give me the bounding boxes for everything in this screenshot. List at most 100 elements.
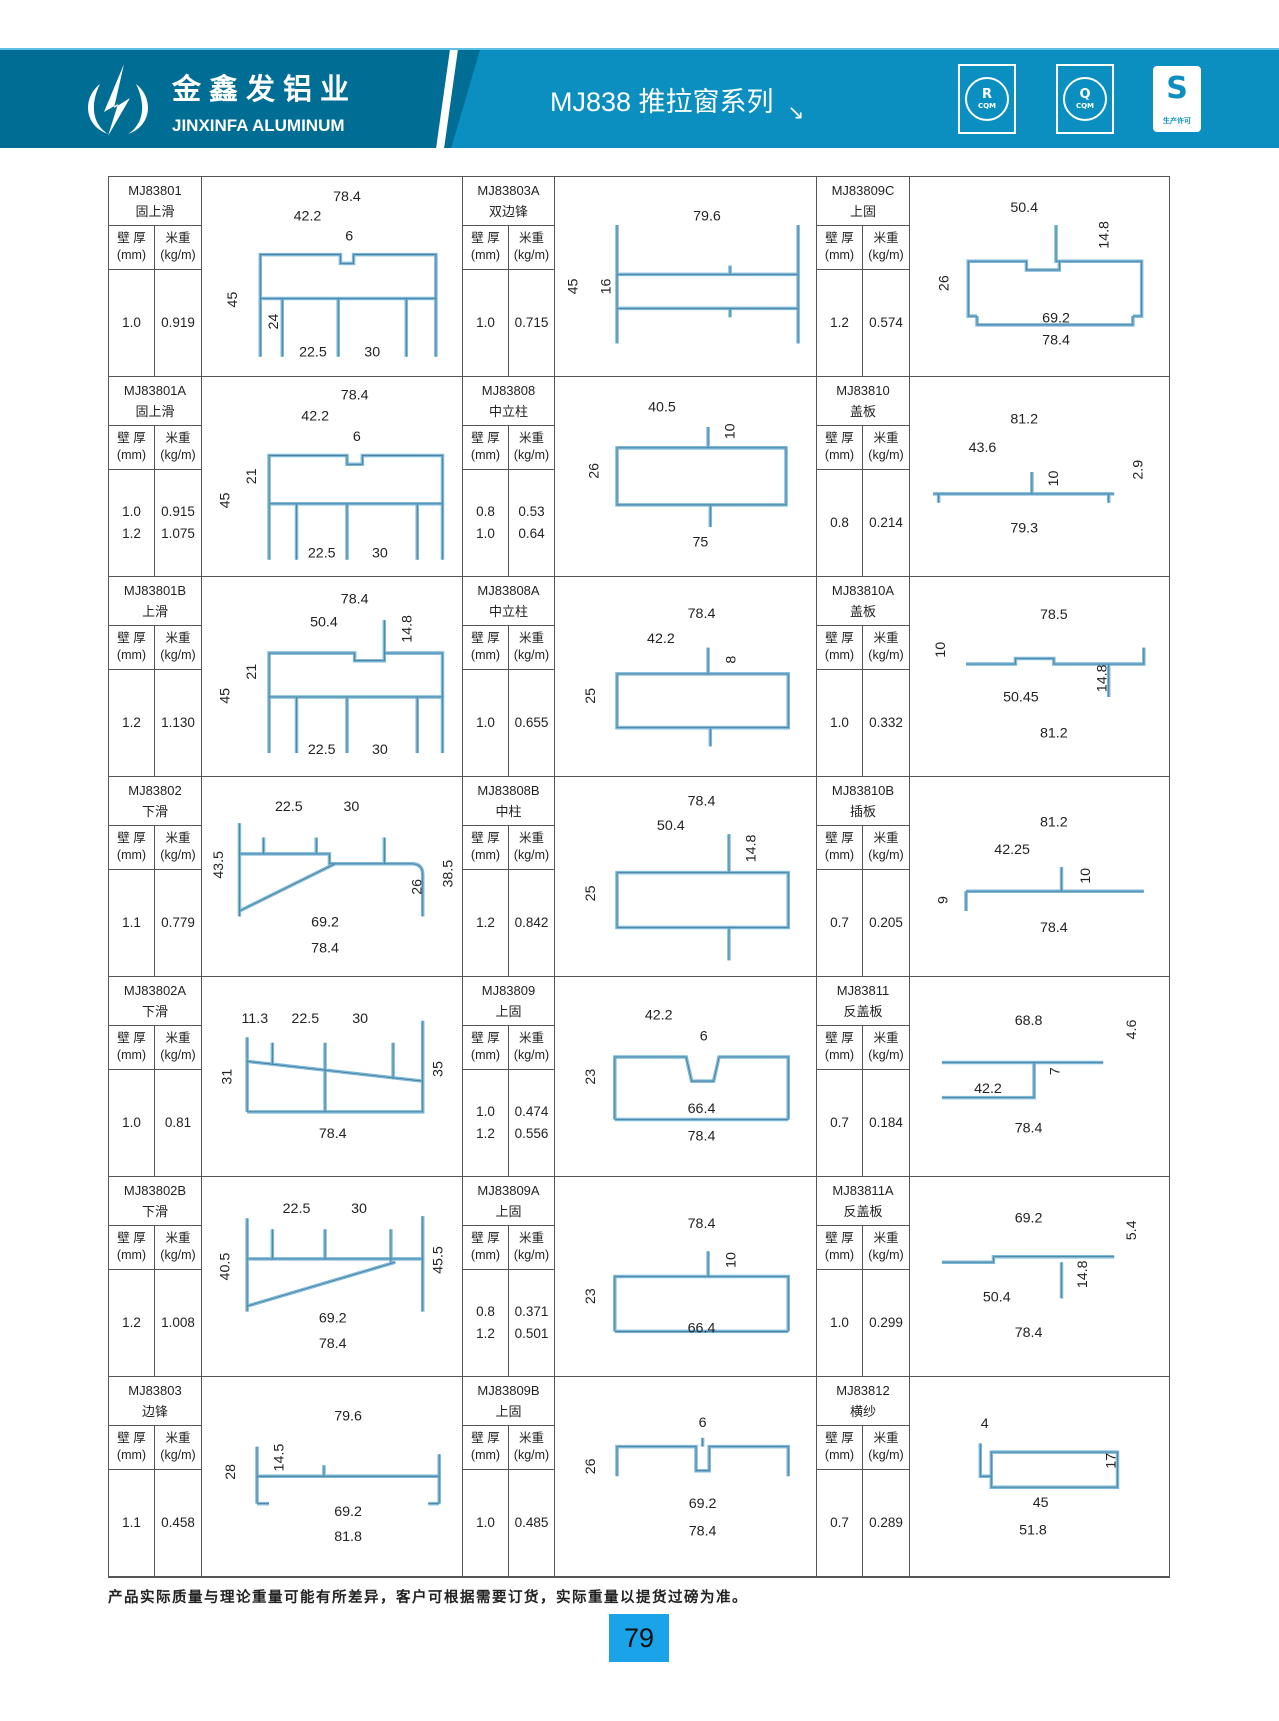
thickness-header: 壁 厚(mm) [109, 1026, 155, 1070]
thickness-value: 0.8 [476, 1304, 495, 1319]
weight-label: 米重 [873, 1431, 899, 1445]
brand-name-en: JINXINFA ALUMINUM [172, 116, 345, 135]
weight-label: 米重 [165, 831, 191, 845]
thickness-header: 壁 厚(mm) [817, 426, 863, 470]
jinxinfa-logo-icon [88, 64, 148, 136]
weight-unit: (kg/m) [868, 1448, 904, 1462]
weight-value: 0.715 [514, 315, 549, 330]
weight-header: 米重(kg/m) [509, 1426, 554, 1470]
profile-drawing-cell [555, 777, 817, 977]
product-code: MJ83811A [832, 1183, 894, 1198]
weight-unit: (kg/m) [513, 448, 550, 462]
weight-unit: (kg/m) [513, 1048, 550, 1062]
weight-label: 米重 [518, 1431, 544, 1445]
weight-column: 0.919 [155, 270, 201, 376]
weight-column: 0.655 [509, 670, 554, 776]
product-title: MJ83803 边锋 [109, 1377, 201, 1426]
weight-label: 米重 [873, 431, 899, 445]
weight-header: 米重(kg/m) [155, 1226, 201, 1270]
product-code: MJ83801A [123, 383, 187, 398]
product-code: MJ83810 [836, 383, 890, 398]
thickness-column: 1.2 [817, 270, 863, 376]
thickness-label: 壁 厚 [117, 631, 146, 645]
weight-value: 0.501 [514, 1326, 549, 1341]
weight-label: 米重 [518, 231, 544, 245]
thickness-value: 1.1 [122, 915, 141, 930]
weight-unit: (kg/m) [868, 848, 904, 862]
product-code: MJ83803 [128, 1383, 182, 1398]
thickness-header: 壁 厚(mm) [463, 1026, 509, 1070]
thickness-header: 壁 厚(mm) [463, 626, 509, 670]
weight-label: 米重 [518, 831, 544, 845]
thickness-label: 壁 厚 [825, 231, 854, 245]
product-code: MJ83809A [477, 1183, 540, 1198]
weight-header: 米重(kg/m) [509, 826, 554, 870]
thickness-header: 壁 厚(mm) [463, 226, 509, 270]
thickness-header: 壁 厚(mm) [109, 826, 155, 870]
thickness-header: 壁 厚(mm) [817, 1026, 863, 1070]
thickness-column: 1.1 [109, 1470, 155, 1576]
weight-header: 米重(kg/m) [155, 826, 201, 870]
product-name: 下滑 [141, 804, 168, 819]
weight-column: 1.130 [155, 670, 201, 776]
profile-drawing-cell [202, 1177, 463, 1377]
profile-drawing-cell [555, 577, 817, 777]
thickness-value: 1.0 [476, 1515, 495, 1530]
weight-unit: (kg/m) [513, 248, 550, 262]
thickness-label: 壁 厚 [117, 231, 146, 245]
weight-value: 0.371 [514, 1304, 549, 1319]
product-code: MJ83801 [128, 183, 182, 198]
thickness-value: 1.0 [476, 526, 495, 541]
product-code: MJ83801B [123, 583, 187, 598]
thickness-label: 壁 厚 [825, 631, 854, 645]
weight-value: 0.64 [518, 526, 545, 541]
thickness-value: 0.8 [476, 504, 495, 519]
thickness-unit: (mm) [116, 648, 147, 662]
thickness-column: 1.1 [109, 870, 155, 976]
product-name: 插板 [849, 804, 876, 819]
product-code: MJ83810A [831, 583, 895, 598]
thickness-label: 壁 厚 [471, 831, 500, 845]
weight-value: 1.075 [161, 526, 195, 541]
thickness-header: 壁 厚(mm) [817, 1426, 863, 1470]
thickness-value: 1.2 [122, 526, 141, 541]
profile-drawing-cell [555, 177, 817, 377]
thickness-column: 1.0 [463, 270, 509, 376]
weight-header: 米重(kg/m) [509, 426, 554, 470]
weight-unit: (kg/m) [513, 1248, 550, 1262]
weight-header: 米重(kg/m) [155, 426, 201, 470]
weight-value: 0.53 [518, 504, 545, 519]
thickness-header: 壁 厚(mm) [463, 1426, 509, 1470]
thickness-column: 1.0 [109, 1070, 155, 1176]
weight-unit: (kg/m) [160, 448, 196, 462]
weight-value: 1.008 [161, 1315, 195, 1330]
weight-value: 0.205 [869, 915, 903, 930]
thickness-unit: (mm) [470, 648, 501, 662]
profile-drawing-cell [910, 777, 1169, 977]
weight-label: 米重 [873, 1231, 899, 1245]
weight-unit: (kg/m) [160, 1448, 196, 1462]
thickness-header: 壁 厚(mm) [109, 426, 155, 470]
thickness-unit: (mm) [116, 848, 147, 862]
product-code: MJ83802A [123, 983, 187, 998]
product-name: 边锋 [141, 1404, 168, 1419]
weight-label: 米重 [873, 1031, 899, 1045]
thickness-value: 0.8 [830, 515, 849, 530]
profile-drawing-cell [202, 377, 463, 577]
weight-column: 0.205 [863, 870, 909, 976]
profile-drawing-cell [202, 577, 463, 777]
weight-value: 0.915 [161, 504, 195, 519]
weight-label: 米重 [518, 1231, 544, 1245]
weight-column: 0.299 [863, 1270, 909, 1376]
weight-column: 0.289 [863, 1470, 909, 1576]
